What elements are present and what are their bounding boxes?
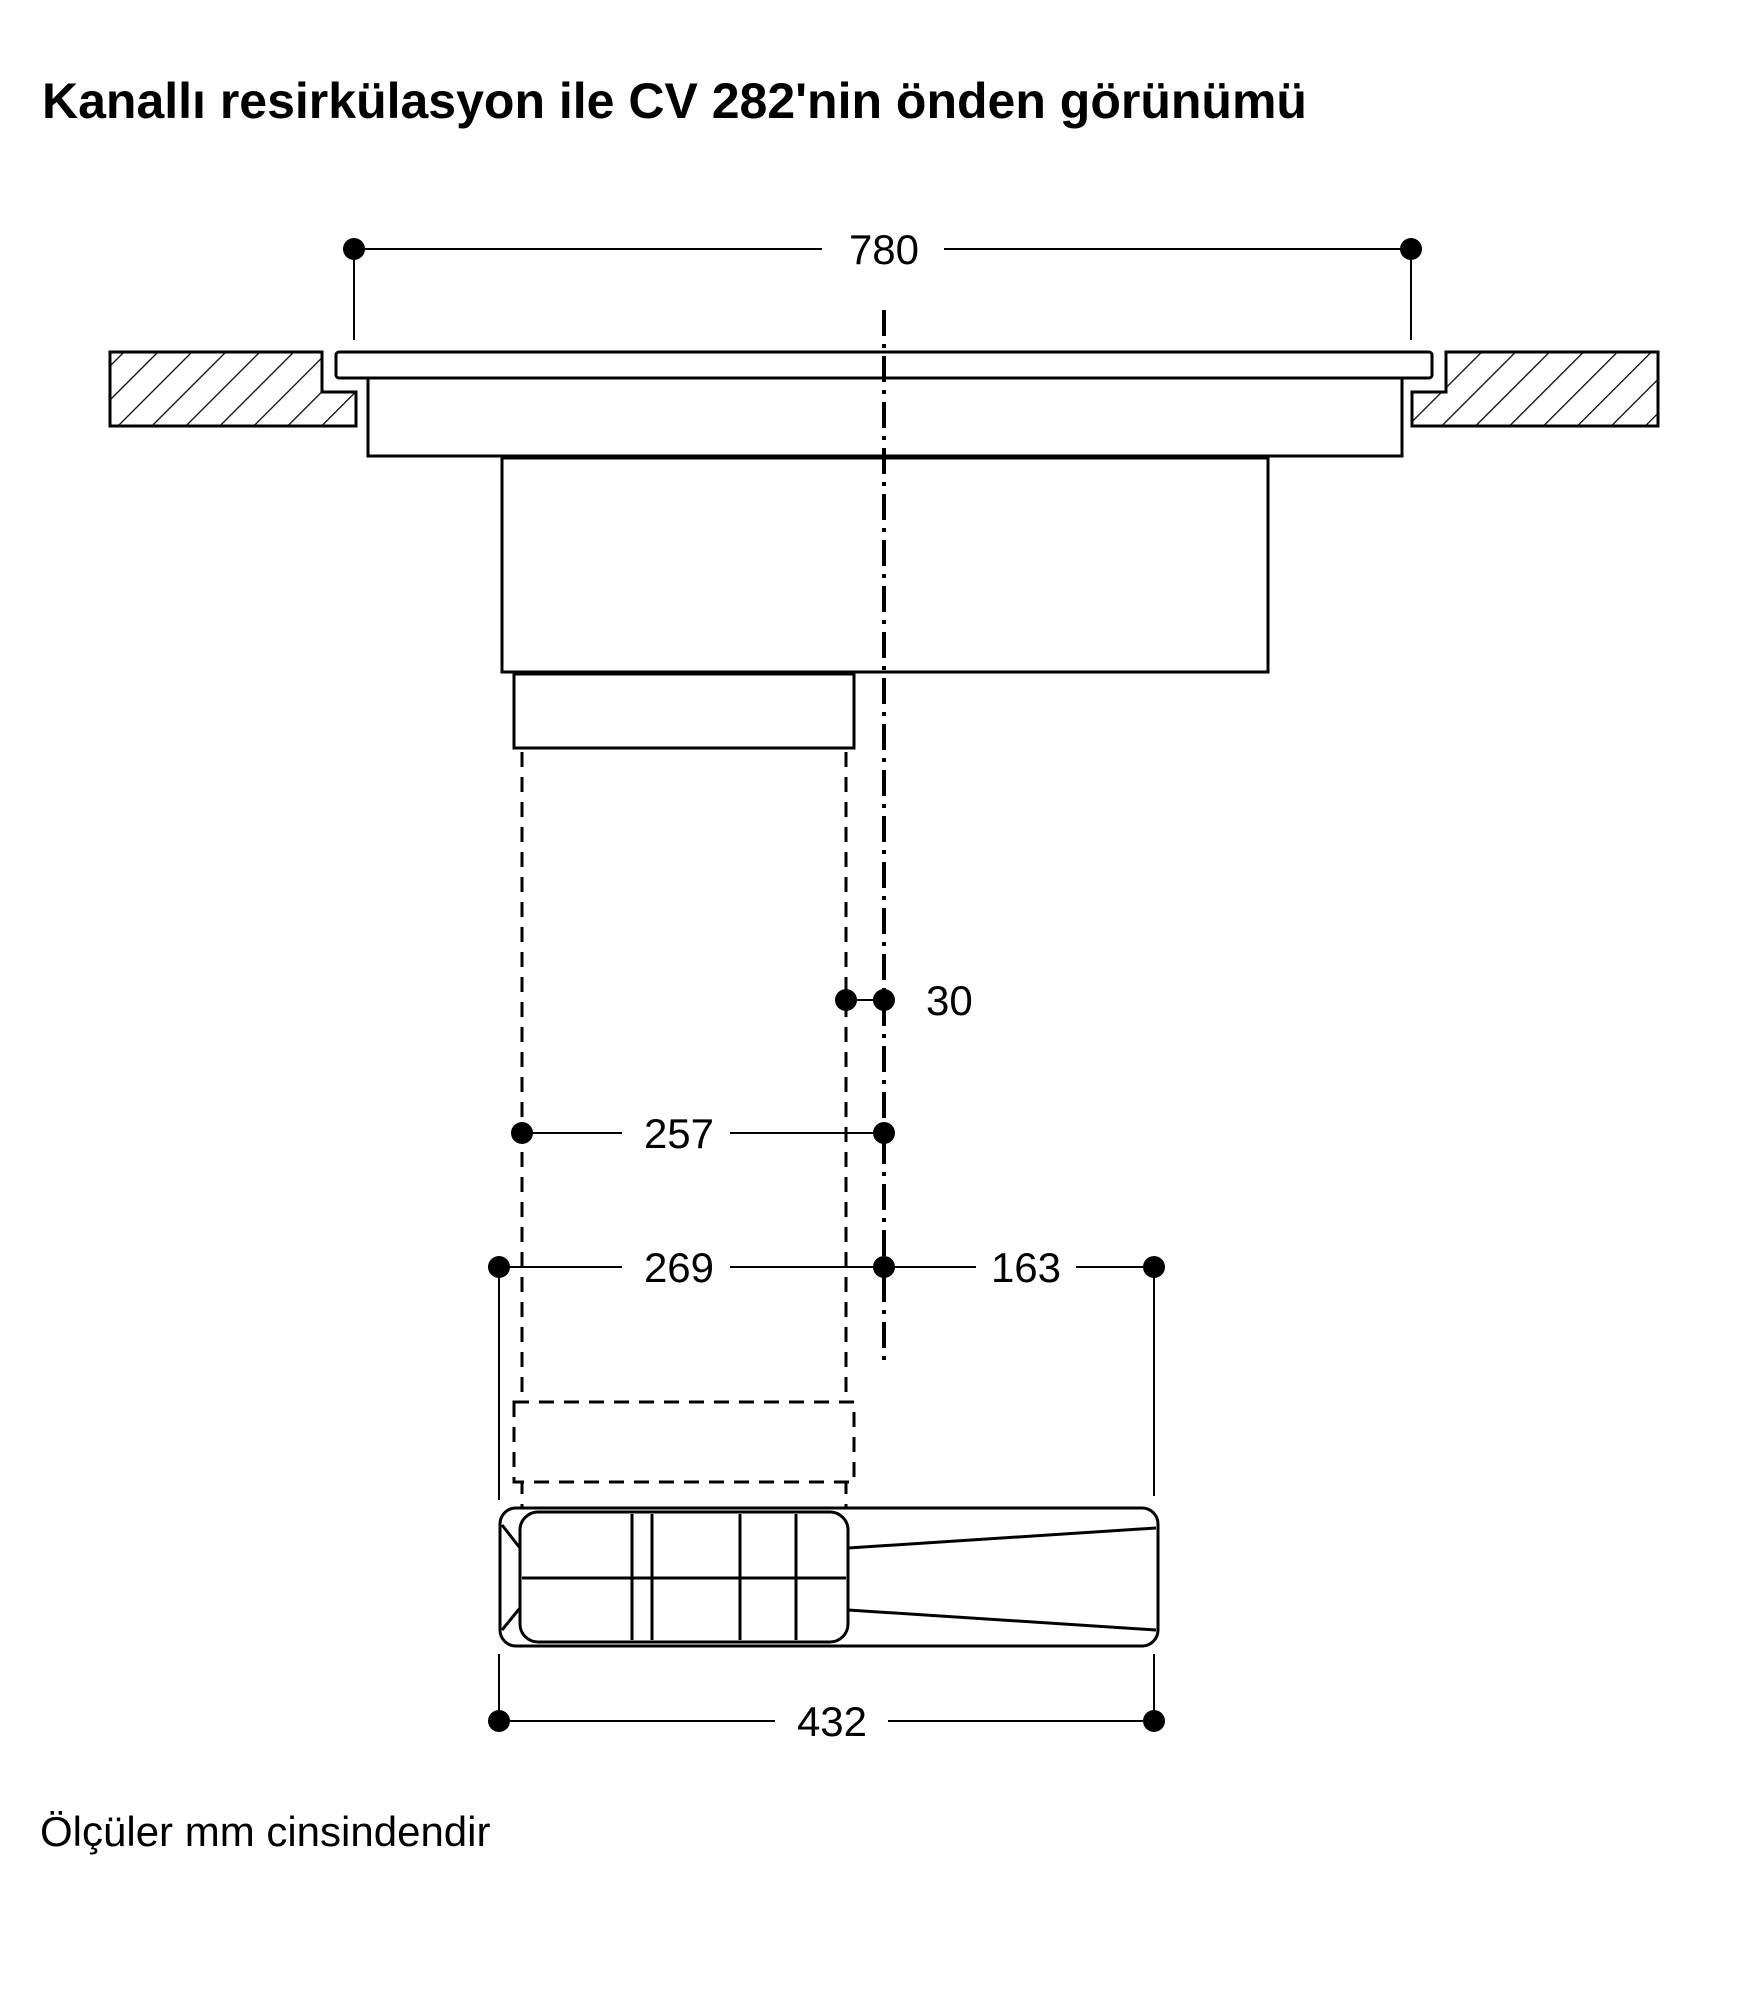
dimension-432-label: 432 [797, 1698, 867, 1745]
duct-run-dashed [520, 752, 848, 1402]
dimension-432: 432 [488, 1698, 1165, 1745]
recirculation-box [498, 1506, 1160, 1648]
dimension-257: 257 [511, 1110, 895, 1157]
duct-bend-dashed [512, 1400, 856, 1484]
dimension-30-label: 30 [926, 977, 973, 1024]
dimension-780-label: 780 [849, 226, 919, 273]
extension-lines [353, 250, 1412, 1720]
dimension-269-label: 269 [644, 1244, 714, 1291]
worktop-left [108, 350, 358, 428]
dimension-163-label: 163 [991, 1244, 1061, 1291]
dimension-163: 163 [884, 1244, 1165, 1291]
page-title: Kanallı resirkülasyon ile CV 282'nin önd… [42, 73, 1307, 129]
dimension-269: 269 [488, 1244, 895, 1291]
dimension-257-label: 257 [644, 1110, 714, 1157]
units-note: Ölçüler mm cinsindendir [40, 1808, 491, 1855]
worktop-right [1410, 350, 1660, 428]
duct-link-dashed [520, 1482, 848, 1508]
duct-connector [512, 672, 856, 750]
dimension-30: 30 [835, 977, 973, 1024]
dimension-780: 780 [343, 226, 1422, 273]
